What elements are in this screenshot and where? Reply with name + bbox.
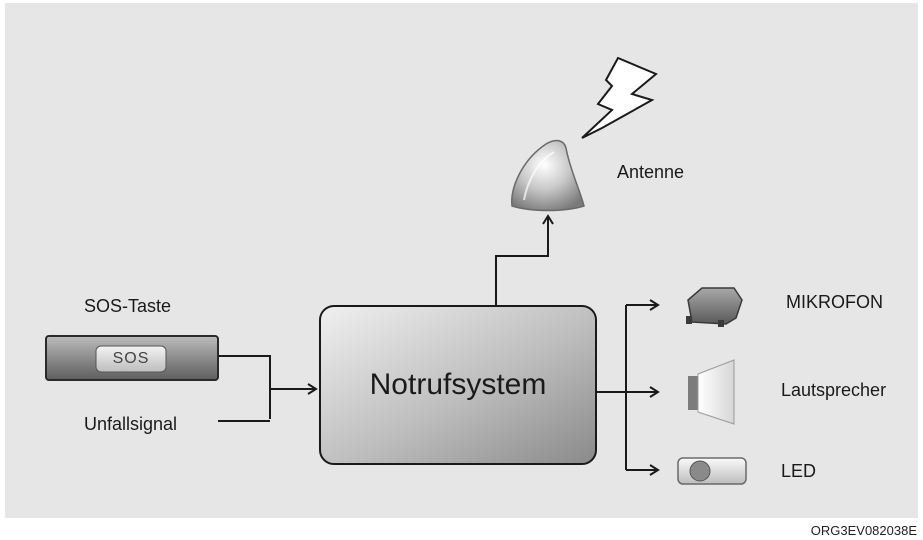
- unfallsignal-label: Unfallsignal: [84, 414, 178, 434]
- led-label: LED: [781, 461, 817, 481]
- speaker-icon: [688, 359, 735, 425]
- antenne-label: Antenne: [617, 162, 685, 182]
- output-connector: [596, 299, 660, 476]
- mikrofon-label: MIKROFON: [786, 292, 883, 312]
- notrufsystem-box: [319, 305, 597, 465]
- lautsprecher-label: Lautsprecher: [781, 380, 887, 400]
- microphone-icon: [686, 287, 743, 327]
- led-icon: [677, 457, 747, 485]
- image-code: ORG3EV082038E: [810, 523, 917, 538]
- sos-button-icon: [45, 335, 219, 381]
- antenna-icon: [511, 139, 585, 212]
- sos-taste-label: SOS-Taste: [84, 296, 172, 316]
- antenna-connector: [495, 214, 554, 306]
- lightning-icon: [581, 56, 658, 139]
- input-connector: [218, 355, 318, 422]
